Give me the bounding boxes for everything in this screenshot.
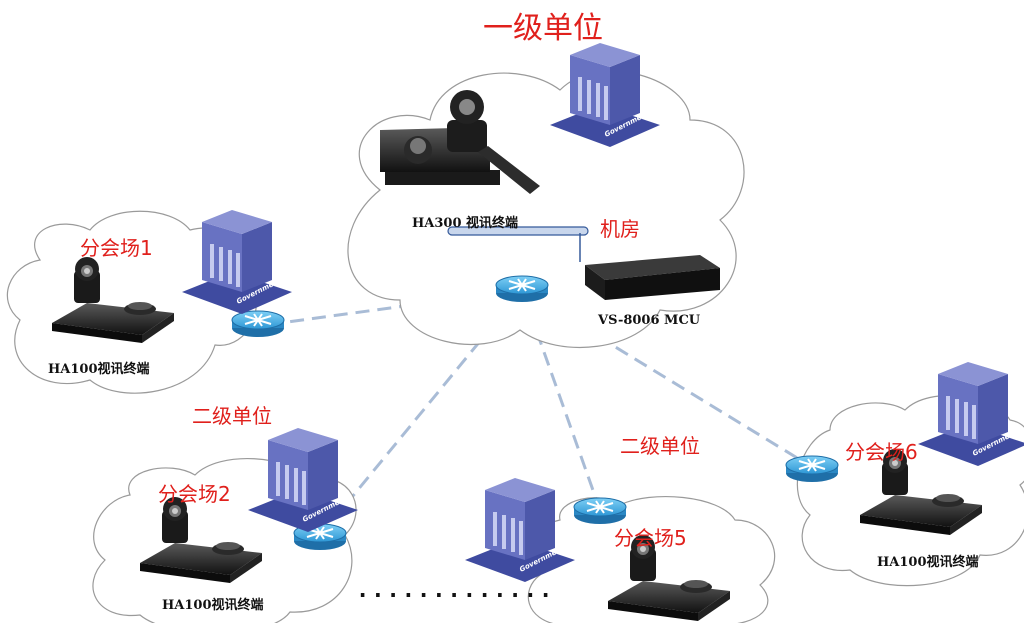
site5-name: 分会场5	[614, 526, 687, 550]
site6-terminal-label: HA100视讯终端	[877, 555, 979, 570]
site2-terminal-label: HA100视讯终端	[162, 598, 264, 613]
more-sites-ellipsis: ·············	[356, 584, 555, 609]
site1-terminal-label: HA100视讯终端	[48, 362, 150, 377]
router-icon-site1	[231, 310, 285, 338]
site6-name: 分会场6	[845, 440, 918, 464]
machine-room-label: 机房	[600, 217, 640, 241]
link-site5	[520, 289, 602, 511]
ha300-terminal-icon	[380, 90, 540, 194]
site1-name: 分会场1	[80, 236, 153, 260]
ha300-terminal-label: HA300 视讯终端	[412, 216, 519, 231]
site2-name: 分会场2	[158, 482, 231, 506]
top-unit-heading: 一级单位	[483, 11, 603, 46]
router-icon-site6	[785, 455, 839, 483]
second-unit-label-left: 二级单位	[192, 404, 272, 428]
router-icon-core	[495, 275, 549, 303]
mcu-label: VS-8006 MCU	[598, 313, 701, 328]
cloud-top	[347, 70, 745, 348]
second-unit-label-mid: 二级单位	[620, 434, 700, 458]
mcu-device-icon	[585, 255, 720, 300]
machine-room-cable	[447, 226, 589, 262]
router-icon-site5	[573, 497, 627, 525]
